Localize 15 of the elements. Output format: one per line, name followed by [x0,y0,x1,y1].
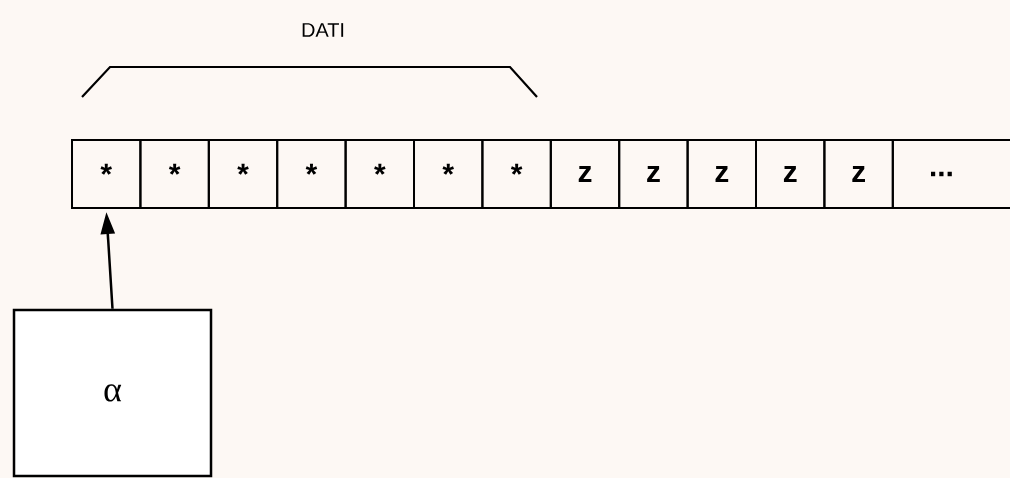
tape-cell: z [755,139,826,209]
bracket-label: DATI [302,23,344,37]
tape-cell: * [207,139,279,209]
tape-cell: * [344,139,415,209]
tape-cell: * [276,139,347,209]
tape-cell: z [823,139,894,209]
tape-cell: z [686,139,757,209]
tape-cell: * [481,139,552,209]
tape-cell: z [549,139,621,209]
tape-cell: * [139,139,210,209]
tape-end-cell: ... [891,139,1010,209]
tape-cell: z [618,139,689,209]
tape-cell: * [413,139,484,209]
head-box: α [12,308,213,478]
tape-cell: * [71,139,142,209]
